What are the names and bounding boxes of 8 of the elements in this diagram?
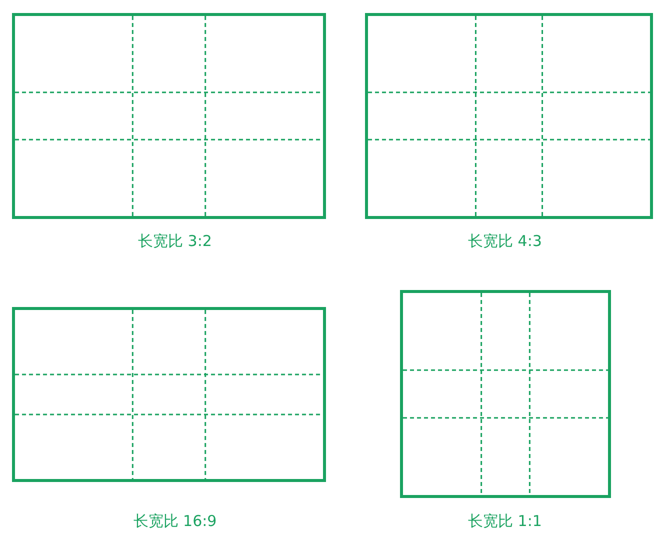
node-label: 长宽比 3:2 (138, 232, 212, 251)
frame-rectangle (365, 13, 653, 219)
frame-rectangle (12, 307, 326, 482)
node-label: 长宽比 1:1 (468, 512, 542, 531)
frame-rectangle (12, 13, 326, 219)
frame-rectangle (400, 290, 611, 498)
node-label: 长宽比 16:9 (133, 512, 217, 531)
node-label: 长宽比 4:3 (468, 232, 542, 251)
